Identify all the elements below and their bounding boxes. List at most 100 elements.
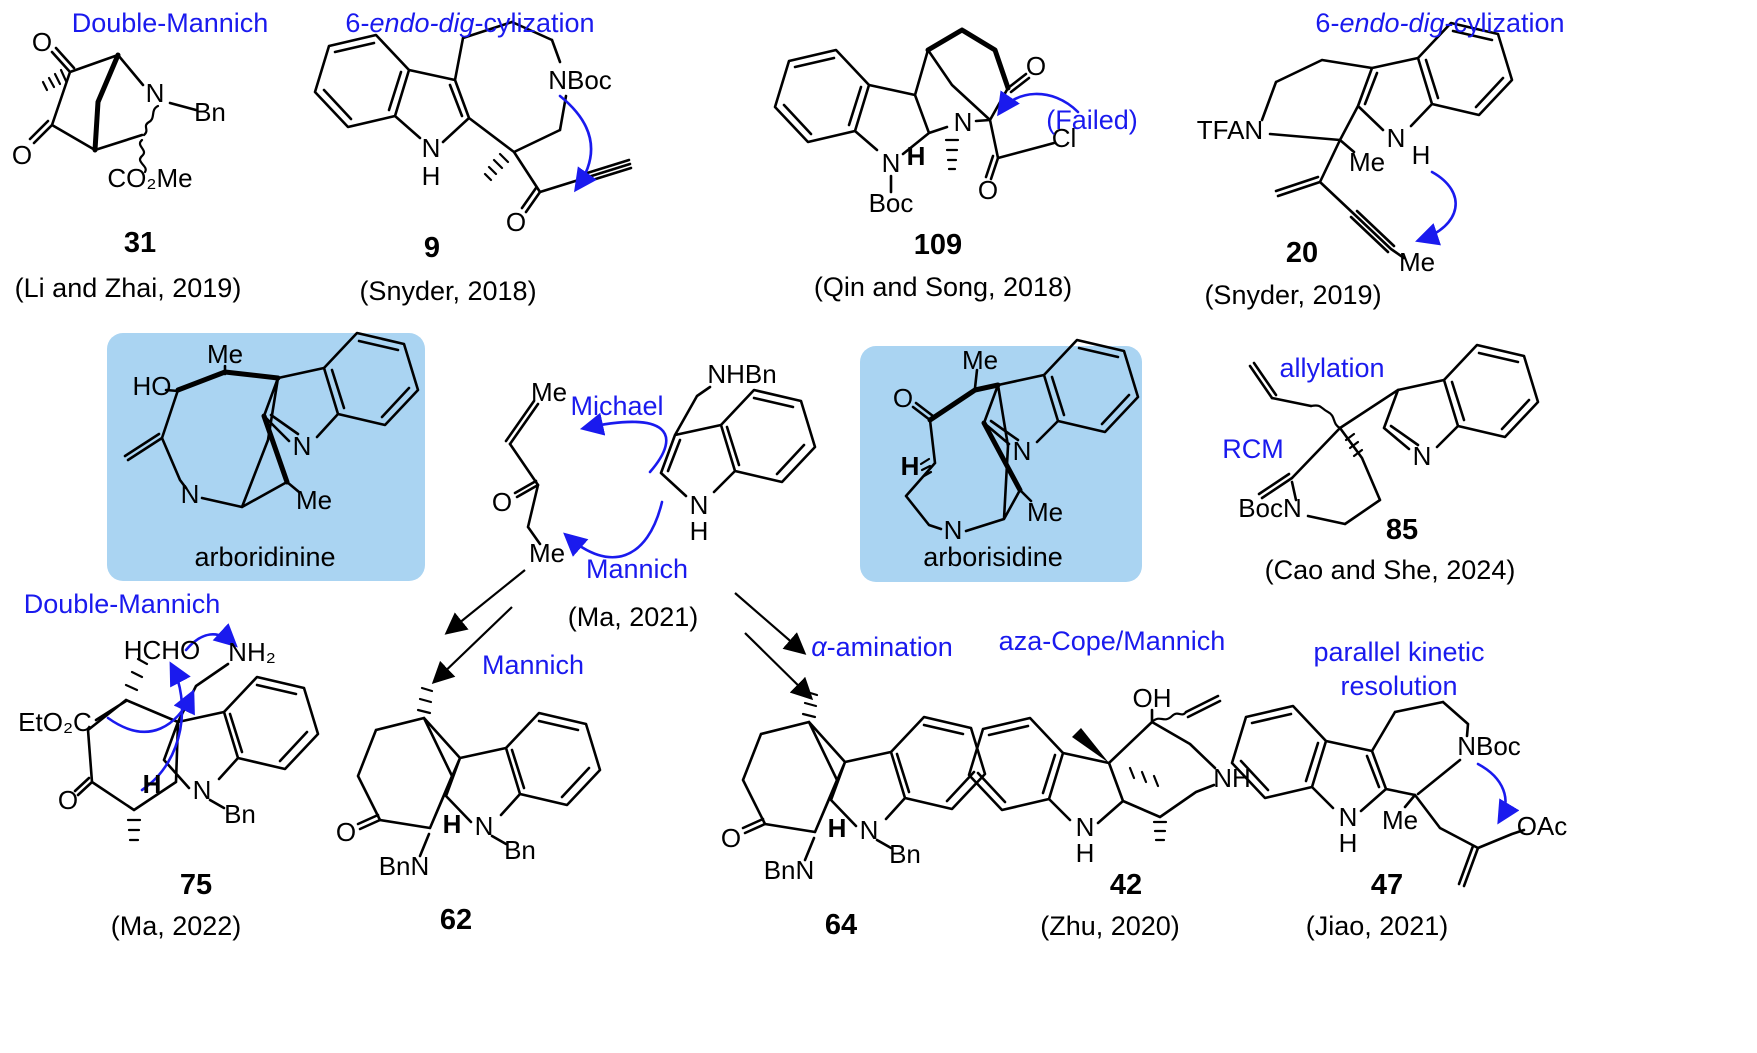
label-part-italic: endo-dig xyxy=(369,8,475,38)
atom-label-o: O xyxy=(32,27,52,57)
compound-number-47: 47 xyxy=(1370,869,1404,901)
reaction-label-allylation: allylation xyxy=(1279,353,1385,383)
atom-label-nh2: NH₂ xyxy=(228,637,276,667)
reaction-label-pkr-line2: resolution xyxy=(1340,671,1458,701)
atom-label-bn: Bn xyxy=(224,799,256,829)
atom-label-ester: CO₂Me xyxy=(107,163,192,193)
atom-label-h: H xyxy=(143,769,162,799)
reaction-label-alpha-amination: α-amination xyxy=(811,632,952,662)
double-bond-lines xyxy=(73,683,309,797)
double-bond-lines xyxy=(322,41,633,214)
benzene-ring xyxy=(504,711,602,807)
atom-label-n: N xyxy=(690,490,709,520)
label-part-italic: α xyxy=(811,632,827,662)
reaction-label-mannich-bottom: Mannich xyxy=(481,650,585,680)
curved-arrow-mannich-2 xyxy=(106,689,195,734)
reaction-label-pkr-line1: parallel kinetic xyxy=(1313,637,1485,667)
bonds xyxy=(160,364,340,509)
atom-label-me: Me xyxy=(531,377,567,407)
benzene-ring xyxy=(222,675,320,771)
atom-label-o: O xyxy=(721,823,741,853)
curved-arrow-mannich-1 xyxy=(140,661,191,792)
structure-arborisidine: O Me H N N Me xyxy=(893,338,1140,545)
atom-label-n: N xyxy=(422,133,441,163)
reaction-label-aza-cope-mannich: aza-Cope/Mannich xyxy=(998,626,1226,656)
atom-label-o: O xyxy=(893,383,913,413)
double-bond-lines xyxy=(28,46,76,145)
atom-label-ho: HO xyxy=(133,371,172,401)
reaction-label-double-mannich-top: Double-Mannich xyxy=(71,8,269,38)
bonds xyxy=(741,720,907,862)
citation-47: (Jiao, 2021) xyxy=(1305,911,1449,941)
atom-label-h: H xyxy=(422,161,441,191)
atom-label-me: Me xyxy=(1399,247,1435,277)
curved-arrow xyxy=(1476,762,1520,825)
atom-label-o: O xyxy=(1026,51,1046,81)
atom-label-h: H xyxy=(907,141,926,171)
citation-20: (Snyder, 2019) xyxy=(1204,280,1382,310)
atom-label-o: O xyxy=(506,207,526,237)
atom-label-n: N xyxy=(860,815,879,845)
label-part: 6- xyxy=(1315,8,1340,38)
citation-42: (Zhu, 2020) xyxy=(1040,911,1180,941)
atom-label-n: N xyxy=(293,431,312,461)
citation-75: (Ma, 2022) xyxy=(110,911,242,941)
bold-bonds xyxy=(927,382,1023,493)
double-bond-lines xyxy=(504,396,806,499)
bold-bonds xyxy=(175,369,290,485)
compound-number-64: 64 xyxy=(824,909,858,941)
compound-number-42: 42 xyxy=(1109,869,1143,901)
reaction-label-mannich-center: Mannich xyxy=(585,554,689,584)
bonds xyxy=(1310,700,1526,850)
benzene-ring xyxy=(313,33,411,129)
curved-arrow-hcho xyxy=(184,623,238,652)
hash-wedge xyxy=(919,457,933,478)
wavy-bond xyxy=(1309,404,1342,430)
structure-47: NBoc N H Me OAc xyxy=(1230,700,1568,888)
compound-number-109: 109 xyxy=(913,229,963,261)
atom-label-n: N xyxy=(1076,812,1095,842)
hash-wedge xyxy=(944,138,960,171)
atom-label-bn: Bn xyxy=(889,839,921,869)
atom-label-h: H xyxy=(443,809,462,839)
atom-label-me: Me xyxy=(1349,147,1385,177)
reaction-arrow xyxy=(734,592,807,655)
double-bond-lines xyxy=(741,723,976,835)
atom-label-h: H xyxy=(1412,140,1431,170)
atom-label-oac: OAc xyxy=(1517,811,1568,841)
atom-label-nboc: NBoc xyxy=(548,65,612,95)
double-bond-lines xyxy=(1274,29,1505,254)
double-bond-lines xyxy=(123,339,411,462)
bonds xyxy=(508,385,737,546)
compound-number-9: 9 xyxy=(423,232,441,264)
atom-label-n: N xyxy=(882,148,901,178)
atom-label-o: O xyxy=(12,140,32,170)
label-part: -cylization xyxy=(474,8,595,38)
label-part-italic: endo-dig xyxy=(1339,8,1445,38)
atom-label-n: N xyxy=(193,775,212,805)
atom-label-n: N xyxy=(1013,436,1032,466)
benzene-ring xyxy=(773,48,871,144)
citation-ma-2021: (Ma, 2021) xyxy=(567,602,699,632)
reaction-label-endo-dig-left: 6-endo-dig-cylization xyxy=(345,8,594,38)
atom-label-bocn: BocN xyxy=(1238,493,1302,523)
reaction-label-rcm: RCM xyxy=(1222,434,1284,464)
structure-109: O N H N Boc O Cl xyxy=(773,27,1080,218)
compound-number-85: 85 xyxy=(1385,514,1419,546)
citation-31: (Li and Zhai, 2019) xyxy=(14,273,242,303)
atom-label-o: O xyxy=(978,175,998,205)
arboridinine-highlight-box xyxy=(107,333,425,581)
wavy-bond xyxy=(1150,710,1188,724)
curved-arrow xyxy=(1415,170,1457,246)
double-bond-lines xyxy=(356,719,591,831)
compound-number-75: 75 xyxy=(179,869,213,901)
atom-label-oh: OH xyxy=(1133,683,1172,713)
wavy-bond xyxy=(138,104,160,174)
benzene-ring xyxy=(1442,343,1540,439)
atom-label-nboc: NBoc xyxy=(1457,731,1521,761)
compound-number-20: 20 xyxy=(1285,237,1319,269)
benzene-ring xyxy=(719,388,817,484)
wedge-bond xyxy=(1072,728,1109,763)
atom-label-ester: EtO₂C xyxy=(18,707,92,737)
structure-64: O BnN H N Bn xyxy=(721,690,987,885)
